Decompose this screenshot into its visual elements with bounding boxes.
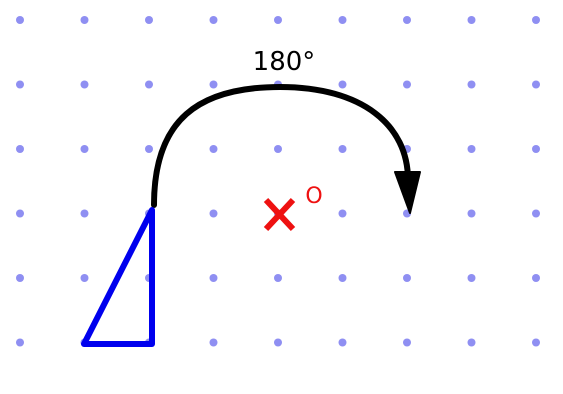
grid-dot bbox=[403, 80, 411, 89]
triangle-shape bbox=[81, 207, 155, 347]
grid-dot bbox=[16, 209, 24, 218]
grid-dot bbox=[467, 80, 476, 89]
grid-dot bbox=[403, 274, 411, 282]
grid-dot bbox=[209, 145, 218, 153]
grid-dot bbox=[145, 16, 153, 24]
grid-dot bbox=[338, 145, 347, 153]
grid-dot bbox=[403, 16, 411, 24]
grid-dot bbox=[16, 338, 24, 347]
rotation-arc bbox=[151, 83, 411, 208]
grid-dot bbox=[274, 16, 282, 24]
grid-dot bbox=[338, 338, 347, 347]
grid-dot bbox=[80, 16, 89, 24]
grid-dot bbox=[16, 16, 24, 24]
grid-dot bbox=[209, 80, 218, 89]
grid-dot bbox=[209, 338, 218, 347]
center-point-label: O bbox=[305, 184, 322, 209]
grid-dot bbox=[338, 16, 347, 24]
grid-dot bbox=[80, 274, 89, 282]
grid-dot bbox=[274, 145, 282, 153]
grid-dot bbox=[467, 338, 476, 347]
arrowhead-icon bbox=[394, 171, 421, 214]
grid-dot bbox=[274, 274, 282, 282]
grid-dot bbox=[80, 145, 89, 153]
grid-dot bbox=[274, 338, 282, 347]
grid-dot bbox=[16, 80, 24, 89]
grid-dot bbox=[532, 338, 540, 347]
grid-dot bbox=[80, 80, 89, 89]
grid-dot bbox=[209, 274, 218, 282]
rotation-angle-label: 180° bbox=[253, 47, 316, 77]
grid-dot bbox=[467, 145, 476, 153]
grid-dot bbox=[532, 80, 540, 89]
grid-dot bbox=[532, 209, 540, 218]
grid-dot bbox=[403, 338, 411, 347]
grid-dot bbox=[467, 16, 476, 24]
grid-dot bbox=[16, 274, 24, 282]
grid-dot bbox=[532, 274, 540, 282]
grid-dot bbox=[209, 16, 218, 24]
grid-dot bbox=[467, 274, 476, 282]
grid-dot bbox=[80, 209, 89, 218]
grid-dot bbox=[467, 209, 476, 218]
grid-dot bbox=[532, 16, 540, 24]
grid-dot bbox=[145, 145, 153, 153]
grid-dot bbox=[532, 145, 540, 153]
grid-dot bbox=[338, 274, 347, 282]
grid-dot bbox=[338, 80, 347, 89]
dot-grid bbox=[16, 16, 540, 347]
cross-mark-icon bbox=[263, 197, 296, 232]
grid-dot bbox=[145, 80, 153, 89]
grid-dot bbox=[209, 209, 218, 218]
grid-dot bbox=[16, 145, 24, 153]
grid-dot bbox=[338, 209, 347, 218]
